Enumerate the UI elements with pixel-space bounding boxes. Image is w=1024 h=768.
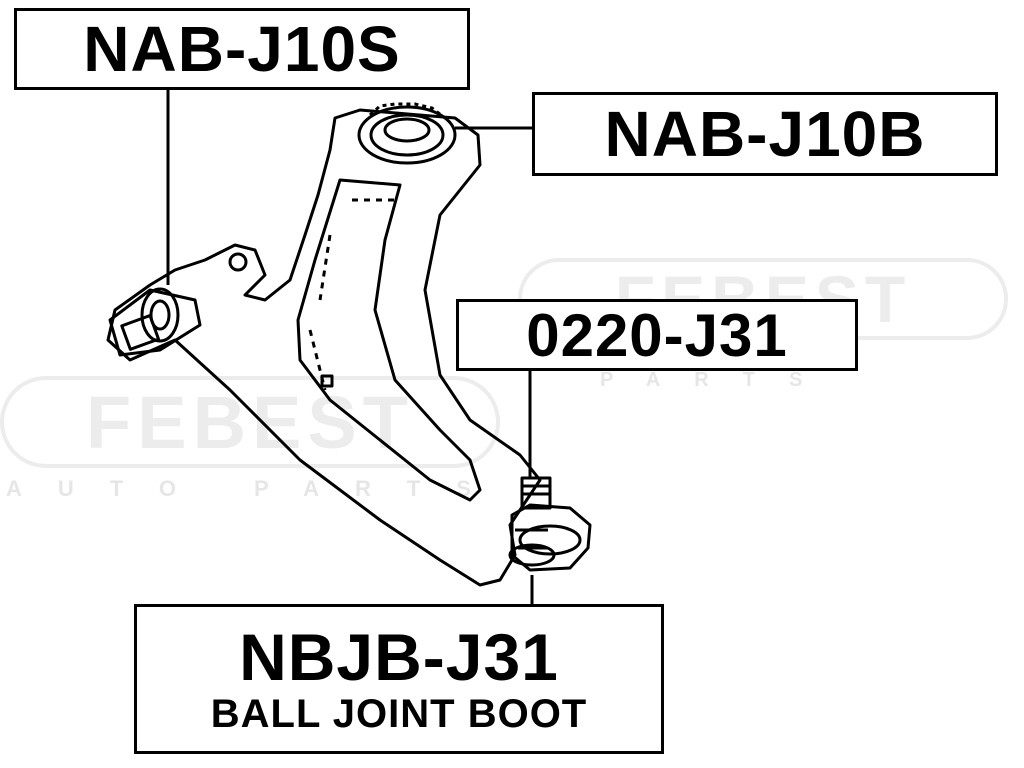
front-bushing xyxy=(108,288,202,357)
part-number-nab-j10b: NAB-J10B xyxy=(604,98,926,170)
part-number-0220-j31: 0220-J31 xyxy=(526,301,788,369)
part-label-0220-j31: 0220-J31 xyxy=(456,299,858,371)
watermark-brand: FEBEST xyxy=(86,380,414,464)
part-description: BALL JOINT BOOT xyxy=(210,692,588,736)
control-arm-outline xyxy=(106,108,542,587)
ball-joint-body xyxy=(510,503,592,572)
ball-joint-boot xyxy=(508,543,556,567)
mount-hole xyxy=(228,252,248,272)
part-label-nab-j10b: NAB-J10B xyxy=(532,92,998,176)
control-arm-inner-rib xyxy=(296,178,482,502)
part-label-nbjb-j31: NBJB-J31 BALL JOINT BOOT xyxy=(134,604,664,754)
part-number-nab-j10s: NAB-J10S xyxy=(83,13,401,85)
part-number-nbjb-j31: NBJB-J31 xyxy=(239,620,559,694)
watermark-tagline: AUTO PARTS xyxy=(6,476,507,501)
febest-watermark-logo: FEBEST xyxy=(0,376,500,468)
part-label-nab-j10s: NAB-J10S xyxy=(14,8,470,90)
rear-bushing xyxy=(357,105,457,165)
arm-mark xyxy=(320,374,334,388)
